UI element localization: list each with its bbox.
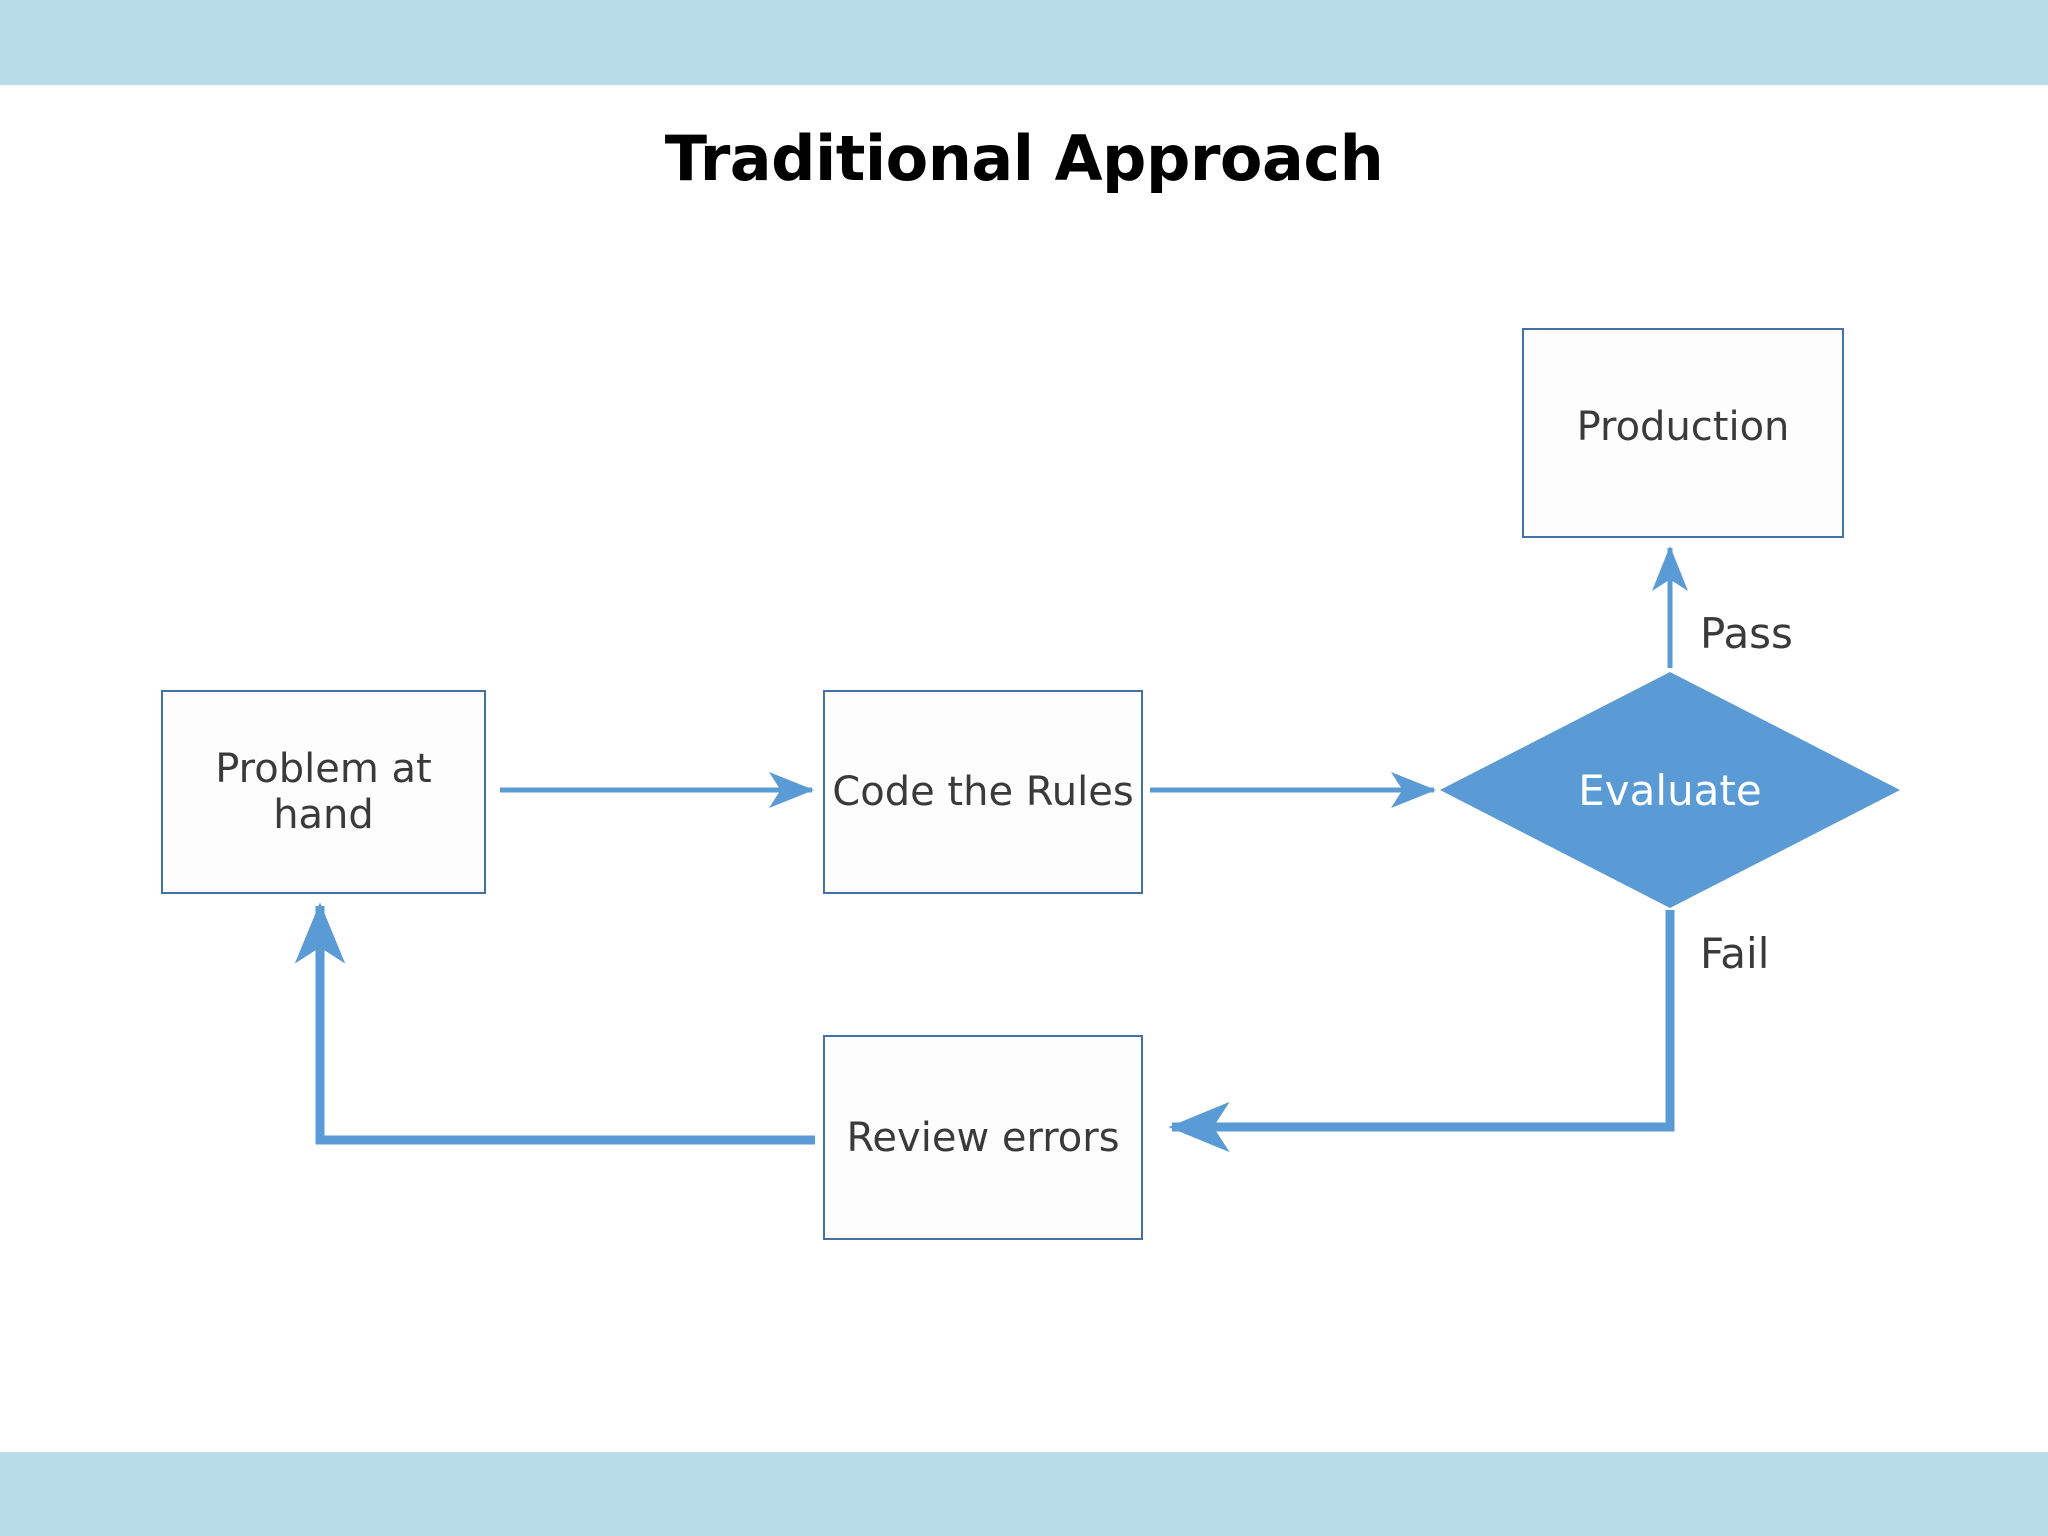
flow-node-code-the-rules[interactable]: Code the Rules — [823, 690, 1143, 894]
flow-node-evaluate[interactable]: Evaluate — [1440, 672, 1900, 908]
flow-node-review-errors[interactable]: Review errors — [823, 1035, 1143, 1240]
bottom-accent-band — [0, 1452, 2048, 1536]
page-title: Traditional Approach — [664, 122, 1384, 195]
flow-node-evaluate-label: Evaluate — [1578, 765, 1762, 815]
flow-node-problem-at-hand[interactable]: Problem at hand — [161, 690, 486, 894]
flow-node-review-errors-label: Review errors — [846, 1114, 1120, 1161]
flow-node-production[interactable]: Production — [1522, 328, 1844, 538]
top-accent-band — [0, 0, 2048, 85]
edge-label-pass: Pass — [1700, 609, 1793, 658]
connector-review-to-problem — [294, 902, 815, 1145]
flow-node-production-label: Production — [1576, 404, 1790, 450]
flow-node-code-the-rules-label: Code the Rules — [832, 769, 1134, 815]
connector-evaluate-to-review — [1168, 910, 1675, 1153]
flow-node-problem-at-hand-label: Problem at hand — [215, 746, 432, 838]
edge-label-fail: Fail — [1700, 929, 1770, 978]
